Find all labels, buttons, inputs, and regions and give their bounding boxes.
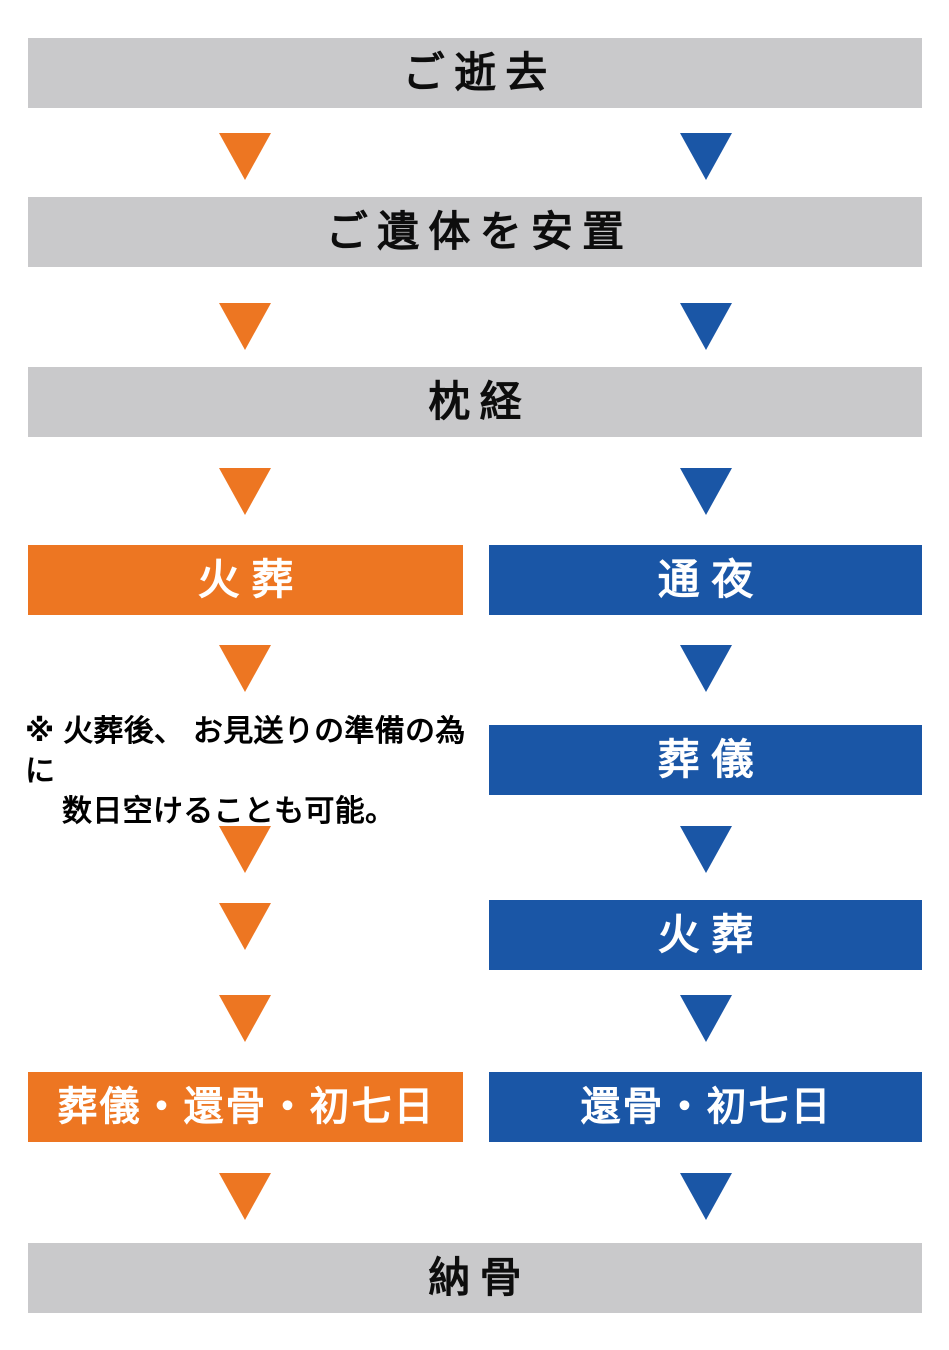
- down-arrow-icon: [219, 995, 271, 1042]
- step-bar-repose: ご遺体を安置: [28, 197, 922, 267]
- down-arrow-icon: [219, 303, 271, 350]
- step-label-return-seventh: 還骨・初七日: [580, 1085, 833, 1129]
- down-arrow-icon: [680, 995, 732, 1042]
- step-bar-return-seventh: 還骨・初七日: [489, 1072, 922, 1142]
- down-arrow-icon: [680, 645, 732, 692]
- step-label-pillow-sutra: 枕経: [428, 378, 531, 425]
- cremation-note-line2: 数日空けることも可能。: [62, 795, 396, 828]
- step-label-repose: ご遺体を安置: [325, 208, 634, 255]
- down-arrow-icon: [219, 903, 271, 950]
- down-arrow-icon: [680, 303, 732, 350]
- step-bar-wake: 通夜: [489, 545, 922, 615]
- step-label-right-cremation: 火葬: [657, 911, 766, 958]
- down-arrow-icon: [219, 826, 271, 873]
- step-label-funeral: 葬儀: [657, 736, 766, 783]
- step-bar-right-cremation: 火葬: [489, 900, 922, 970]
- step-bar-left-cremation: 火葬: [28, 545, 463, 615]
- down-arrow-icon: [680, 468, 732, 515]
- down-arrow-icon: [680, 133, 732, 180]
- cremation-note-line1: ※ 火葬後、 お見送りの準備の為に: [25, 715, 466, 788]
- step-bar-passing: ご逝去: [28, 38, 922, 108]
- step-bar-pillow-sutra: 枕経: [28, 367, 922, 437]
- down-arrow-icon: [219, 1173, 271, 1220]
- step-bar-funeral-return-seventh: 葬儀・還骨・初七日: [28, 1072, 463, 1142]
- step-bar-interment: 納骨: [28, 1243, 922, 1313]
- down-arrow-icon: [219, 133, 271, 180]
- step-label-interment: 納骨: [428, 1254, 531, 1301]
- cremation-note: ※ 火葬後、 お見送りの準備の為に 数日空けることも可能。: [25, 712, 475, 832]
- step-label-funeral-return-seventh: 葬儀・還骨・初七日: [57, 1085, 436, 1129]
- down-arrow-icon: [219, 645, 271, 692]
- step-label-left-cremation: 火葬: [197, 556, 306, 603]
- step-label-wake: 通夜: [657, 556, 766, 603]
- step-label-passing: ご逝去: [402, 49, 557, 96]
- down-arrow-icon: [680, 1173, 732, 1220]
- down-arrow-icon: [680, 826, 732, 873]
- step-bar-funeral: 葬儀: [489, 725, 922, 795]
- down-arrow-icon: [219, 468, 271, 515]
